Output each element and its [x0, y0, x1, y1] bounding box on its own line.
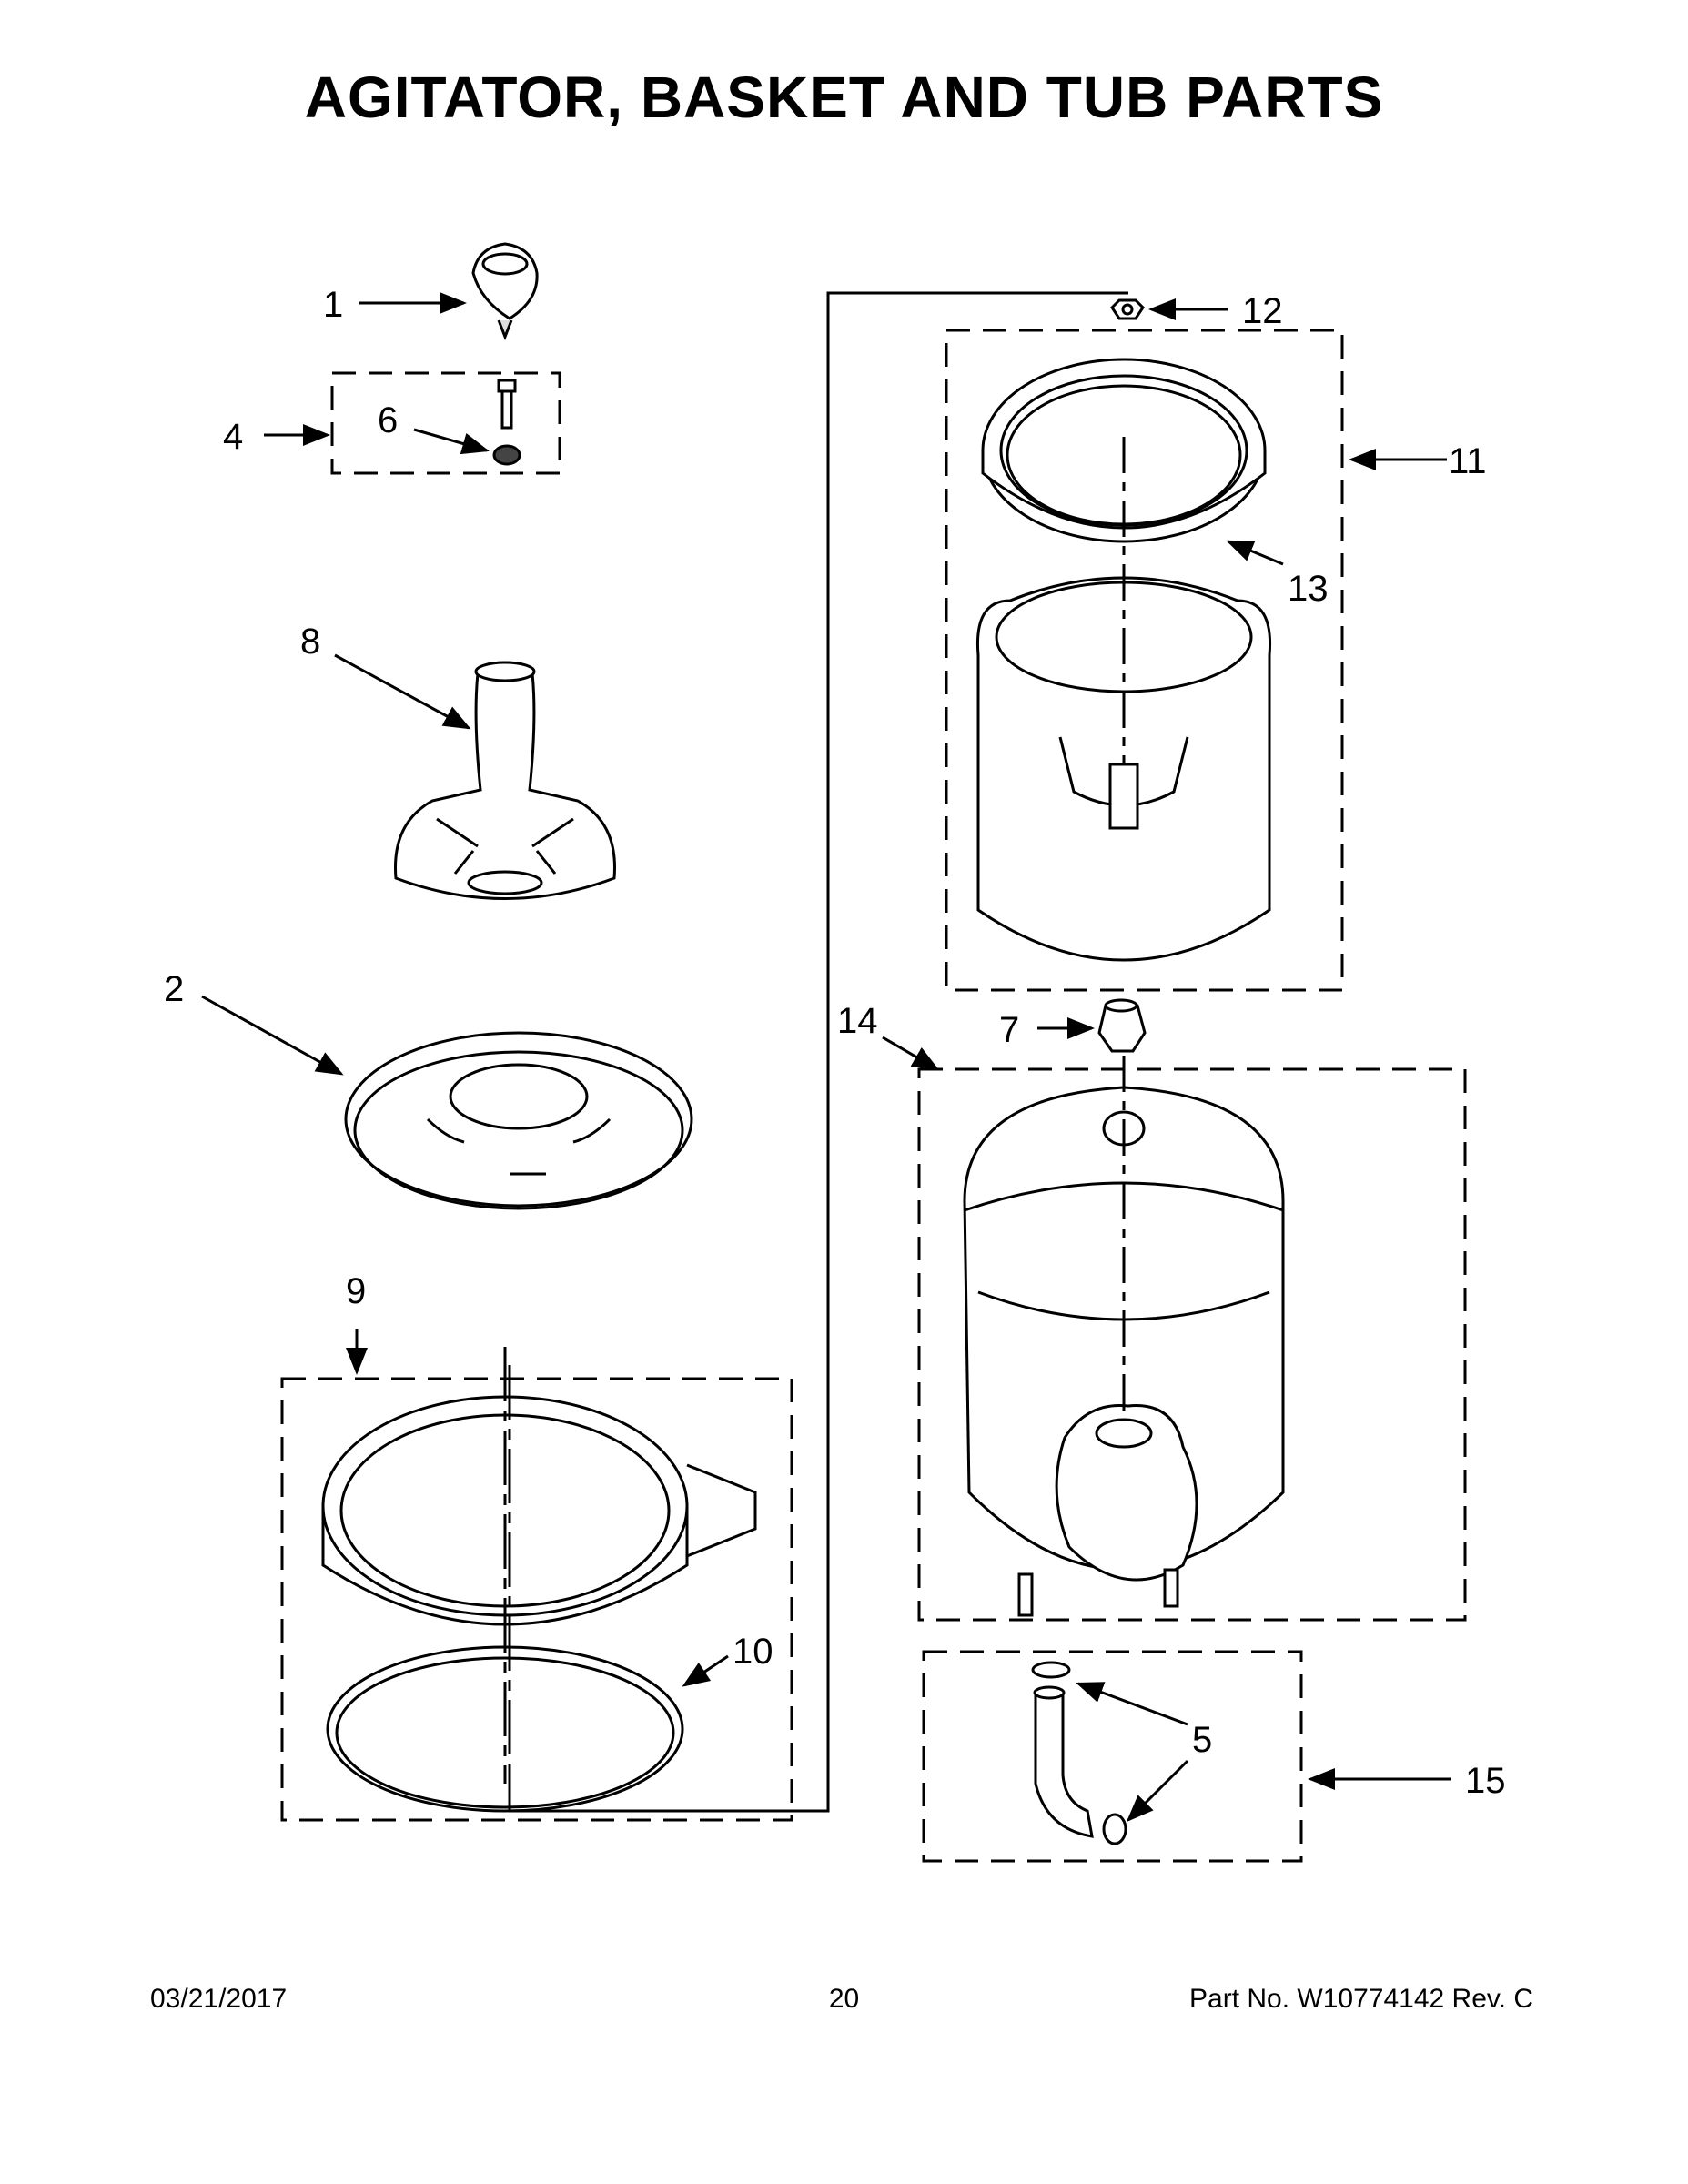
group-box-15 — [922, 1650, 1303, 1863]
callout-arrow-8 — [334, 653, 471, 730]
part-5-clamps — [1031, 1661, 1127, 1845]
callout-5: 5 — [1192, 1720, 1212, 1760]
footer-date: 03/21/2017 — [150, 1984, 288, 2014]
part-7-seal — [1097, 998, 1147, 1053]
callout-7: 7 — [999, 1010, 1019, 1050]
callout-arrow-2 — [201, 995, 344, 1076]
part-12-nut — [1110, 298, 1145, 320]
part-14-tub — [963, 1056, 1285, 1617]
callout-arrow-13 — [1226, 540, 1284, 566]
callout-9: 9 — [346, 1271, 366, 1311]
footer-part-number: Part No. W10774142 Rev. C — [1189, 1984, 1533, 2014]
callout-8: 8 — [300, 622, 320, 662]
callout-12: 12 — [1242, 291, 1283, 331]
callout-arrow-5a — [1076, 1682, 1188, 1726]
assembly-connector-line — [508, 291, 1128, 1813]
callout-13: 13 — [1288, 569, 1329, 609]
callout-11: 11 — [1449, 441, 1487, 481]
callout-4: 4 — [223, 417, 243, 457]
part-1-agitator-cap — [471, 242, 539, 341]
callout-2: 2 — [164, 969, 184, 1009]
callout-10: 10 — [733, 1632, 773, 1672]
part-8-agitator — [394, 661, 616, 900]
group-box-14 — [917, 1067, 1467, 1622]
page-title: AGITATOR, BASKET AND TUB PARTS — [304, 65, 1384, 130]
group-box-4 — [330, 371, 561, 475]
callout-arrow-6 — [413, 428, 490, 455]
callout-1: 1 — [323, 285, 343, 325]
part-15-drain-hose — [1033, 1685, 1094, 1838]
part-9-tub-ring — [321, 1347, 757, 1784]
callout-15: 15 — [1465, 1761, 1506, 1801]
part-10-spring — [326, 1645, 684, 1813]
footer-page-number: 20 — [828, 1984, 860, 2014]
callout-14: 14 — [837, 1001, 878, 1041]
group-box-9 — [280, 1377, 793, 1822]
callout-arrow-5b — [1126, 1759, 1189, 1823]
callout-arrow-14 — [882, 1036, 940, 1071]
part-6-bolt-and-nut — [492, 379, 521, 466]
callout-arrow-10 — [682, 1654, 729, 1687]
part-2-clutch-plate — [344, 1031, 693, 1210]
group-box-11 — [945, 329, 1344, 992]
part-11-basket — [975, 437, 1272, 962]
callout-6: 6 — [378, 400, 398, 440]
